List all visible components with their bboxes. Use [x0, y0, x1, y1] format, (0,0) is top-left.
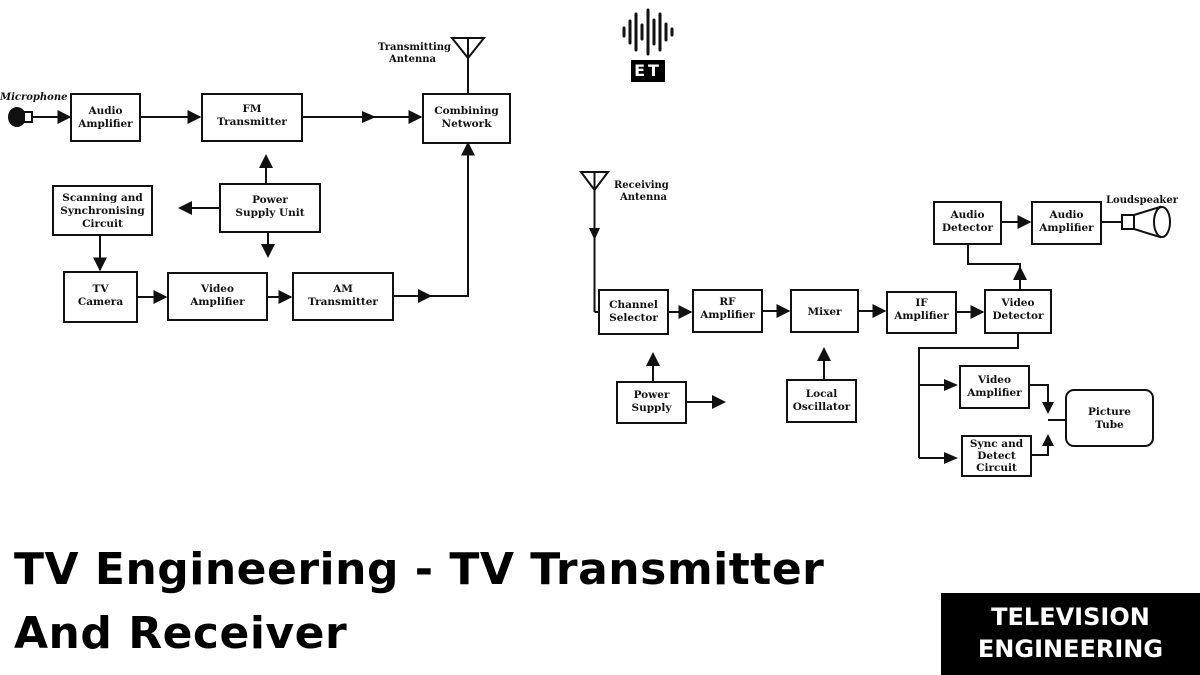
scanning-sync-line1: Scanning and: [62, 192, 143, 204]
rx-antenna-label-line1: Receiving: [614, 180, 669, 191]
sync-detect-line3: Circuit: [976, 462, 1017, 474]
tx-audio-amplifier-line1: Audio: [87, 105, 122, 117]
microphone-icon: [8, 107, 33, 127]
video-detector-line1: Video: [1001, 297, 1035, 309]
combining-network-line1: Combining: [434, 105, 499, 117]
tx-audio-amplifier-line2: Amplifier: [77, 118, 133, 130]
mixer-label: Mixer: [807, 306, 842, 318]
page-title-line1: TV Engineering - TV Transmitter: [14, 544, 825, 595]
tx-antenna-label-line1: Transmitting: [378, 42, 451, 53]
fm-transmitter-line2: Transmitter: [217, 116, 287, 128]
tx-video-amplifier-block: [167, 272, 268, 321]
rf-amplifier-line2: Amplifier: [699, 309, 755, 321]
badge-line2: ENGINEERING: [977, 635, 1164, 663]
sound-wave-icon: [622, 8, 674, 56]
badge-line1: TELEVISION: [991, 603, 1150, 631]
rx-antenna-label-line2: Antenna: [619, 192, 668, 203]
local-oscillator-line1: Local: [806, 388, 838, 400]
power-supply-unit-block: [219, 183, 321, 233]
logo-text: ET: [631, 60, 665, 82]
fm-transmitter-line1: FM: [242, 103, 261, 115]
receiving-antenna-icon: [579, 171, 610, 312]
scanning-sync-line3: Circuit: [82, 218, 123, 230]
power-supply-unit-line1: Power: [252, 194, 288, 206]
microphone-label: Microphone: [0, 92, 67, 103]
audio-detector-line1: Audio: [949, 209, 984, 221]
video-detector-line2: Detector: [992, 310, 1044, 322]
picture-tube-block: [1065, 389, 1154, 447]
local-oscillator-block: [786, 379, 857, 423]
rx-audio-amplifier-block: [1031, 201, 1102, 245]
page-title-line2: And Receiver: [14, 608, 348, 659]
if-amplifier-block: [886, 291, 957, 334]
combining-network-line2: Network: [442, 118, 493, 130]
category-badge: TELEVISION ENGINEERING: [941, 593, 1200, 675]
rx-power-supply-line2: Supply: [632, 402, 673, 414]
channel-selector-block: [598, 289, 669, 335]
scanning-sync-block: [52, 185, 153, 236]
et-logo: ET: [618, 6, 678, 82]
local-oscillator-line2: Oscillator: [793, 401, 851, 413]
rf-amplifier-block: [692, 289, 763, 333]
loudspeaker-icon: [1121, 205, 1171, 239]
rx-video-amplifier-line1: Video: [977, 374, 1011, 386]
sync-detect-line1: Sync and: [970, 438, 1024, 450]
picture-tube-line2: Tube: [1095, 419, 1124, 431]
am-transmitter-line2: Transmitter: [308, 296, 378, 308]
rx-video-amplifier-line2: Amplifier: [966, 387, 1022, 399]
loudspeaker-label: Loudspeaker: [1106, 195, 1179, 206]
am-transmitter-line1: AM: [332, 283, 353, 295]
fm-transmitter-block: [201, 93, 303, 142]
if-amplifier-line1: IF: [915, 297, 928, 309]
rx-power-supply-line1: Power: [634, 389, 670, 401]
tx-video-amplifier-line2: Amplifier: [189, 296, 245, 308]
sync-detect-line2: Detect: [977, 450, 1016, 462]
rx-audio-amplifier-line1: Audio: [1048, 209, 1083, 221]
power-supply-unit-line2: Supply Unit: [235, 207, 304, 219]
tx-antenna-label-line2: Antenna: [388, 54, 437, 65]
tv-camera-block: [63, 271, 138, 323]
rf-amplifier-line1: RF: [719, 296, 736, 308]
tv-camera-line2: Camera: [78, 296, 123, 308]
rx-audio-amplifier-line2: Amplifier: [1038, 222, 1094, 234]
channel-selector-line2: Selector: [609, 312, 658, 324]
picture-tube-line1: Picture: [1088, 406, 1131, 418]
svg-text:Mixer: Mixer: [807, 306, 842, 318]
audio-detector-line2: Detector: [942, 222, 994, 234]
page-title: TV Engineering - TV Transmitter And Rece…: [14, 538, 914, 666]
if-amplifier-line2: Amplifier: [893, 310, 949, 322]
transmitting-antenna-icon: [449, 37, 487, 93]
tv-camera-line1: TV: [93, 283, 110, 295]
tx-video-amplifier-line1: Video: [200, 283, 234, 295]
scanning-sync-line2: Synchronising: [60, 205, 145, 217]
channel-selector-line1: Channel: [609, 299, 658, 311]
rx-video-amplifier-block: [959, 365, 1030, 409]
